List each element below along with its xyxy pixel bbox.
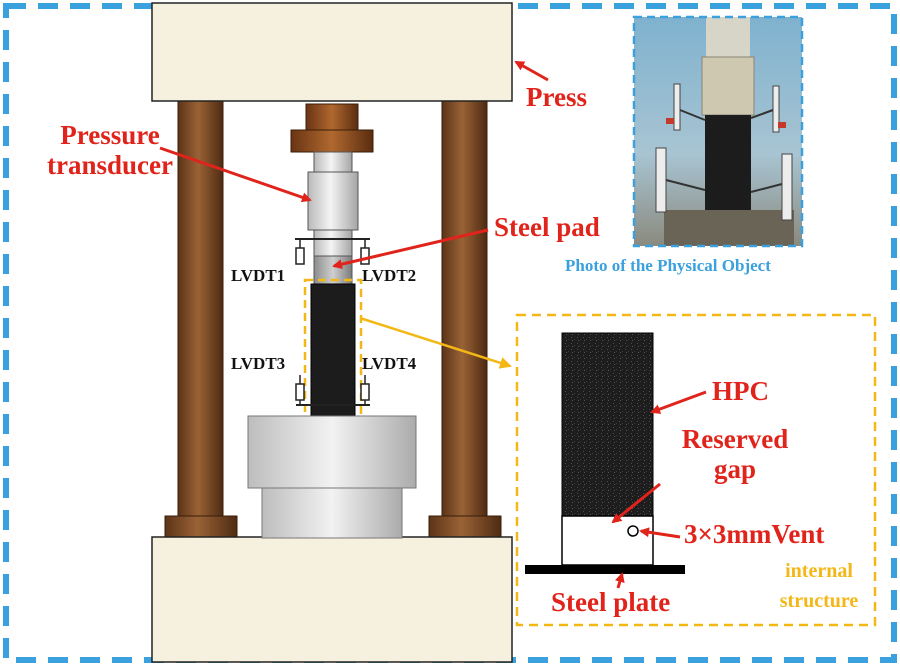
transducer-arrow: [159, 146, 312, 203]
press-bottom-plate: [151, 536, 513, 663]
vent-label: 3×3mmVent: [684, 519, 825, 549]
loading-base-bottom: [261, 487, 403, 539]
vent-arrow: [639, 527, 681, 539]
pressure-transducer-body: [307, 171, 359, 231]
lvdt1-label: LVDT1: [231, 266, 286, 285]
steel-pad-label: Steel pad: [494, 212, 600, 242]
lvdt3-label: LVDT3: [231, 354, 286, 373]
steel-pad-arrow: [332, 228, 489, 270]
detail-box: [515, 313, 877, 627]
upper-flange: [290, 129, 374, 153]
press-top-plate: [151, 2, 513, 102]
hpc-label: HPC: [712, 376, 769, 406]
internal-structure-label: internal structure: [764, 556, 874, 616]
lvdt4-sensor: [360, 383, 370, 401]
press-arrow: [514, 60, 549, 82]
lvdt2-label: LVDT2: [362, 266, 417, 285]
detail-vent-hole: [627, 525, 639, 537]
right-column-foot: [428, 515, 502, 539]
press-label: Press: [526, 82, 587, 112]
lvdt4-label: LVDT4: [362, 354, 417, 373]
detail-arrow: [359, 316, 512, 369]
internal-structure-line1: internal: [785, 560, 853, 582]
reserved-gap-label: Reserved gap: [660, 424, 810, 484]
upper-flange-top: [305, 103, 359, 131]
lvdt3-sensor: [295, 383, 305, 401]
transducer-neck: [313, 151, 353, 175]
detail-reserved-gap: [561, 515, 654, 566]
detail-hpc-block: [561, 332, 654, 517]
photo-border: [632, 15, 804, 248]
pressure-transducer-line1: Pressure: [60, 120, 160, 150]
hpc-specimen: [310, 283, 356, 418]
hpc-arrow: [650, 390, 707, 414]
plate-arrow: [614, 572, 625, 589]
right-column: [441, 97, 488, 519]
lvdt1-sensor: [295, 247, 305, 265]
steel-plate-label: Steel plate: [551, 587, 671, 617]
reserved-gap-line1: Reserved: [681, 424, 789, 454]
reserved-gap-line2: gap: [713, 454, 757, 484]
internal-structure-line2: structure: [779, 590, 859, 612]
pressure-transducer-line2: transducer: [47, 150, 173, 180]
lvdt2-sensor: [360, 247, 370, 265]
transducer-lower: [313, 229, 353, 257]
photo-caption: Photo of the Physical Object: [565, 256, 771, 275]
physical-object-photo: [634, 17, 802, 246]
loading-base-top: [247, 415, 417, 489]
pressure-transducer-label: Pressure transducer: [20, 120, 200, 180]
left-column-foot: [164, 515, 238, 539]
gap-arrow: [611, 482, 661, 524]
detail-steel-plate: [525, 565, 685, 574]
